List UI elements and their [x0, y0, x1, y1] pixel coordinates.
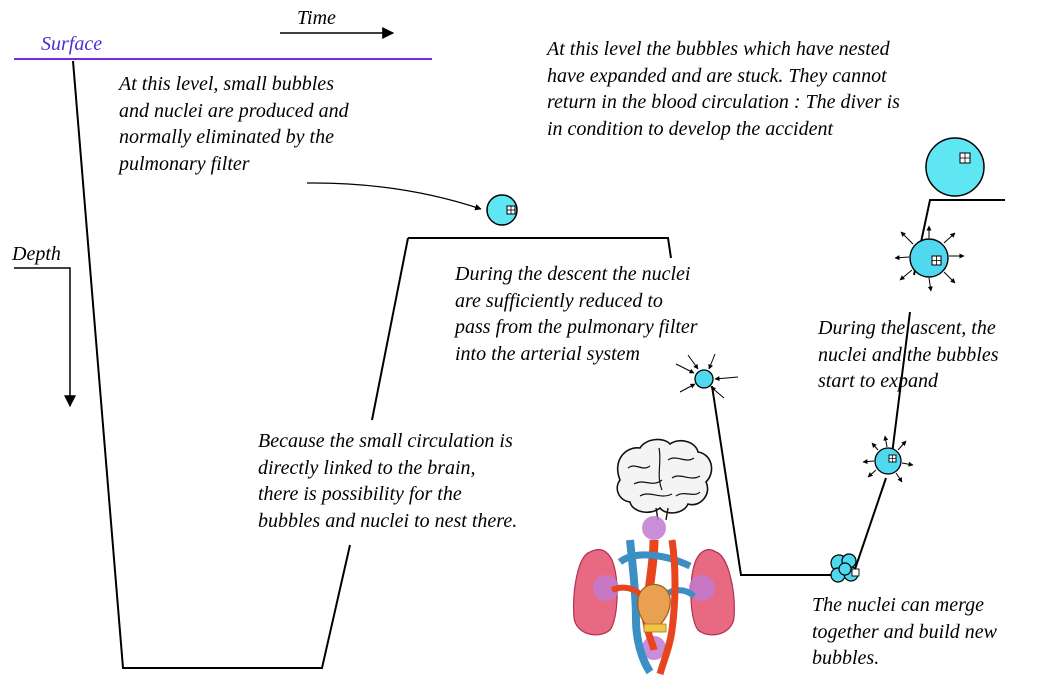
annotation-line: return in the blood circulation : The di…: [547, 89, 900, 116]
second-ascent-lower: [853, 478, 886, 575]
stuck-bubble-icon: [926, 138, 984, 196]
annotation-line: Because the small circulation is: [258, 428, 517, 455]
annotation-line: pulmonary filter: [119, 151, 349, 178]
annotation-line: At this level, small bubbles: [119, 71, 349, 98]
production-annotation: At this level, small bubbles and nuclei …: [119, 71, 349, 177]
annotation-line: start to expand: [818, 368, 999, 395]
depth-label: Depth: [12, 241, 61, 268]
annotation-line: have expanded and are stuck. They cannot: [547, 63, 900, 90]
annotation-line: into the arterial system: [455, 341, 698, 368]
annotation-line: bubbles.: [812, 645, 997, 672]
annotation-line: are sufficiently reduced to: [455, 288, 698, 315]
second-dive-profile: [712, 386, 835, 575]
annotation-line: together and build new: [812, 619, 997, 646]
annotation-line: directly linked to the brain,: [258, 455, 517, 482]
expanding-bubble-large-icon: [895, 226, 964, 291]
pointer-arrow: [307, 183, 481, 209]
depth-arrow-icon: [14, 268, 70, 406]
heart-lungs-icon: [574, 516, 735, 674]
annotation-line: The nuclei can merge: [812, 592, 997, 619]
annotation-line: nuclei and the bubbles: [818, 342, 999, 369]
first-ascent-upper: [372, 238, 408, 420]
merging-nuclei-icon: [831, 554, 859, 582]
descent-annotation: During the descent the nuclei are suffic…: [455, 261, 698, 367]
stuck-annotation: At this level the bubbles which have nes…: [547, 36, 900, 142]
surface-interval-line: [408, 238, 671, 258]
merge-annotation: The nuclei can merge together and build …: [812, 592, 997, 672]
annotation-line: bubbles and nuclei to nest there.: [258, 508, 517, 535]
surface-label: Surface: [41, 31, 102, 58]
annotation-line: there is possibility for the: [258, 481, 517, 508]
brain-annotation: Because the small circulation is directl…: [258, 428, 517, 534]
annotation-line: At this level the bubbles which have nes…: [547, 36, 900, 63]
expanding-bubble-small-icon: [863, 436, 913, 482]
annotation-line: in condition to develop the accident: [547, 116, 900, 143]
time-label: Time: [297, 5, 336, 32]
annotation-line: and nuclei are produced and: [119, 98, 349, 125]
annotation-line: During the ascent, the: [818, 315, 999, 342]
annotation-line: normally eliminated by the: [119, 124, 349, 151]
bubble-icon: [487, 195, 517, 225]
annotation-line: pass from the pulmonary filter: [455, 314, 698, 341]
brain-icon: [617, 439, 711, 520]
annotation-line: During the descent the nuclei: [455, 261, 698, 288]
ascent-annotation: During the ascent, the nuclei and the bu…: [818, 315, 999, 395]
